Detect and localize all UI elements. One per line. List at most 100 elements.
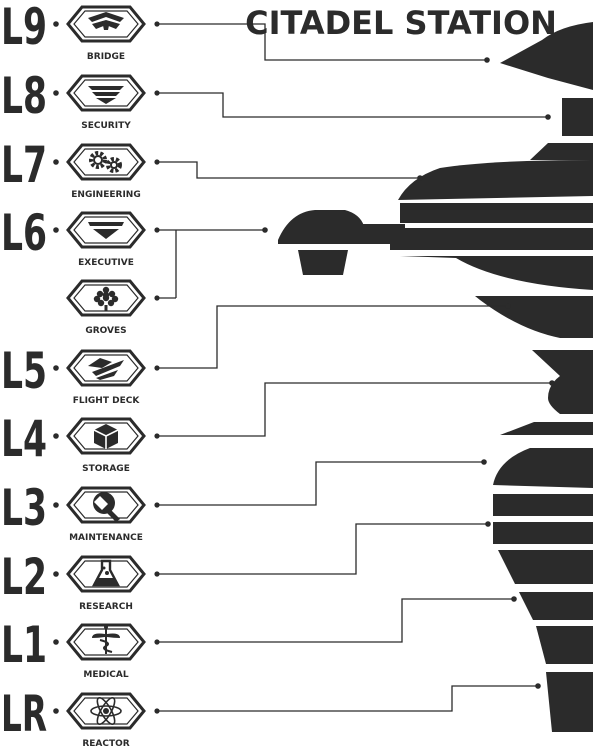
connector-dot [154,90,160,96]
bridge-chevron-icon [88,12,124,30]
department-name: STORAGE [82,464,130,474]
station-block-l5 [532,350,593,414]
level-label: L2 [1,548,47,606]
level-label: L7 [1,136,47,194]
flight-wings-icon [88,358,124,380]
connector-dot [154,227,160,233]
connector-line [158,523,488,575]
station-anchor-dot [262,227,268,233]
level-dot [53,159,59,165]
diagram-title: CITADEL STATION [245,4,557,42]
tree-icon [93,286,119,311]
department-badge [66,5,146,43]
station-band-l6a [400,203,593,223]
station-anchor-dot [505,303,511,309]
level-label: L6 [1,204,47,262]
crate-icon [93,424,119,449]
security-shield-icon [88,86,124,104]
station-anchor-dot [485,521,491,527]
department-badge [66,417,146,455]
atom-icon [90,696,122,726]
department-badge [66,623,146,661]
connector-dot [154,21,160,27]
department-name: GROVES [85,326,126,336]
station-dome-l7 [398,160,593,200]
station-band-l6c [400,256,593,290]
department-badge [66,279,146,317]
gears-icon [89,151,122,173]
connector-dot [154,502,160,508]
department-name: REACTOR [82,739,129,749]
station-neck-l8 [530,143,593,160]
station-anchor-dot [511,596,517,602]
station-band-l6d [475,296,593,338]
level-label: L1 [1,616,47,674]
station-band-l1a [519,592,593,620]
department-name: SECURITY [81,121,131,131]
department-badge [66,143,146,181]
department-name: FLIGHT DECK [73,396,141,406]
station-pod [278,210,400,244]
station-silhouette [278,22,593,732]
station-band-l1b [536,626,593,664]
connector-dot [154,571,160,577]
connector-line [158,23,487,61]
level-label: LR [1,685,47,743]
connector-dot [154,639,160,645]
connector-dot [154,708,160,714]
department-name: EXECUTIVE [78,258,134,268]
level-label: L8 [1,67,47,125]
station-deck-l8 [562,98,593,136]
executive-triangle-icon [88,222,124,239]
station-spire [500,22,593,90]
level-dot [53,433,59,439]
level-dot [53,708,59,714]
flask-icon [92,559,120,587]
connector-line [158,229,265,299]
station-band-l6b [390,228,593,250]
connector-dot [154,433,160,439]
station-pod-strut [345,224,405,234]
station-band-l2b [498,550,593,584]
station-anchor-dot [549,380,555,386]
connector-line [158,461,484,506]
level-dot [53,365,59,371]
connector-dot [154,159,160,165]
department-name: ENGINEERING [71,190,140,200]
station-reactor [546,672,593,732]
connector-dot [154,295,160,301]
station-anchor-dot [545,114,551,120]
department-name: RESEARCH [79,602,133,612]
connector-line [158,305,508,369]
level-dot [53,639,59,645]
level-dot [53,227,59,233]
department-badge [66,692,146,730]
connector-line [158,161,420,179]
department-badge [66,74,146,112]
department-name: BRIDGE [87,52,125,62]
department-badge [66,211,146,249]
department-badge [66,349,146,387]
department-badge [66,555,146,593]
station-band-l3a [493,448,593,488]
level-label: L5 [1,342,47,400]
station-anchor-dot [535,683,541,689]
station-band-l2a [493,522,593,544]
caduceus-icon [92,625,120,654]
station-anchor-dot [484,57,490,63]
department-name: MEDICAL [83,670,128,680]
connector-dot [154,365,160,371]
level-dot [53,90,59,96]
station-pod-base [298,250,348,275]
station-band-l3b [493,494,593,516]
connector-line [158,598,514,643]
connector-line [158,92,548,118]
level-label: L4 [1,410,47,468]
department-badge [66,486,146,524]
station-anchor-dot [481,459,487,465]
level-label: L9 [1,0,47,56]
station-block-l4 [500,422,593,435]
level-dot [53,502,59,508]
